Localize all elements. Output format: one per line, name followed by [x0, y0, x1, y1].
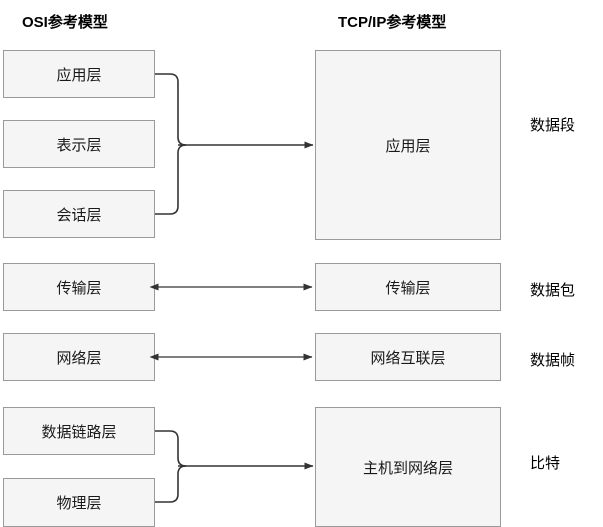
merge-arrow-host	[155, 430, 314, 503]
tcpip-layer-transport: 传输层	[315, 263, 501, 311]
pdu-label-segment: 数据段	[530, 117, 576, 134]
pdu-label-packet: 数据包	[530, 282, 576, 299]
merge-arrow-application	[155, 73, 314, 215]
tcpip-layer-internet: 网络互联层	[315, 333, 501, 381]
osi-layer-presentation: 表示层	[3, 120, 155, 168]
tcpip-layer-application: 应用层	[315, 50, 501, 240]
osi-layer-data-link: 数据链路层	[3, 407, 155, 455]
column-title-osi: OSI参考模型	[22, 14, 108, 31]
column-title-tcpip: TCP/IP参考模型	[338, 14, 447, 31]
osi-layer-network: 网络层	[3, 333, 155, 381]
osi-layer-application: 应用层	[3, 50, 155, 98]
tcpip-layer-host-to-network: 主机到网络层	[315, 407, 501, 527]
osi-layer-physical: 物理层	[3, 478, 155, 527]
osi-layer-transport: 传输层	[3, 263, 155, 311]
osi-layer-session: 会话层	[3, 190, 155, 238]
pdu-label-frame: 数据帧	[530, 352, 576, 369]
pdu-label-bit: 比特	[530, 455, 561, 472]
